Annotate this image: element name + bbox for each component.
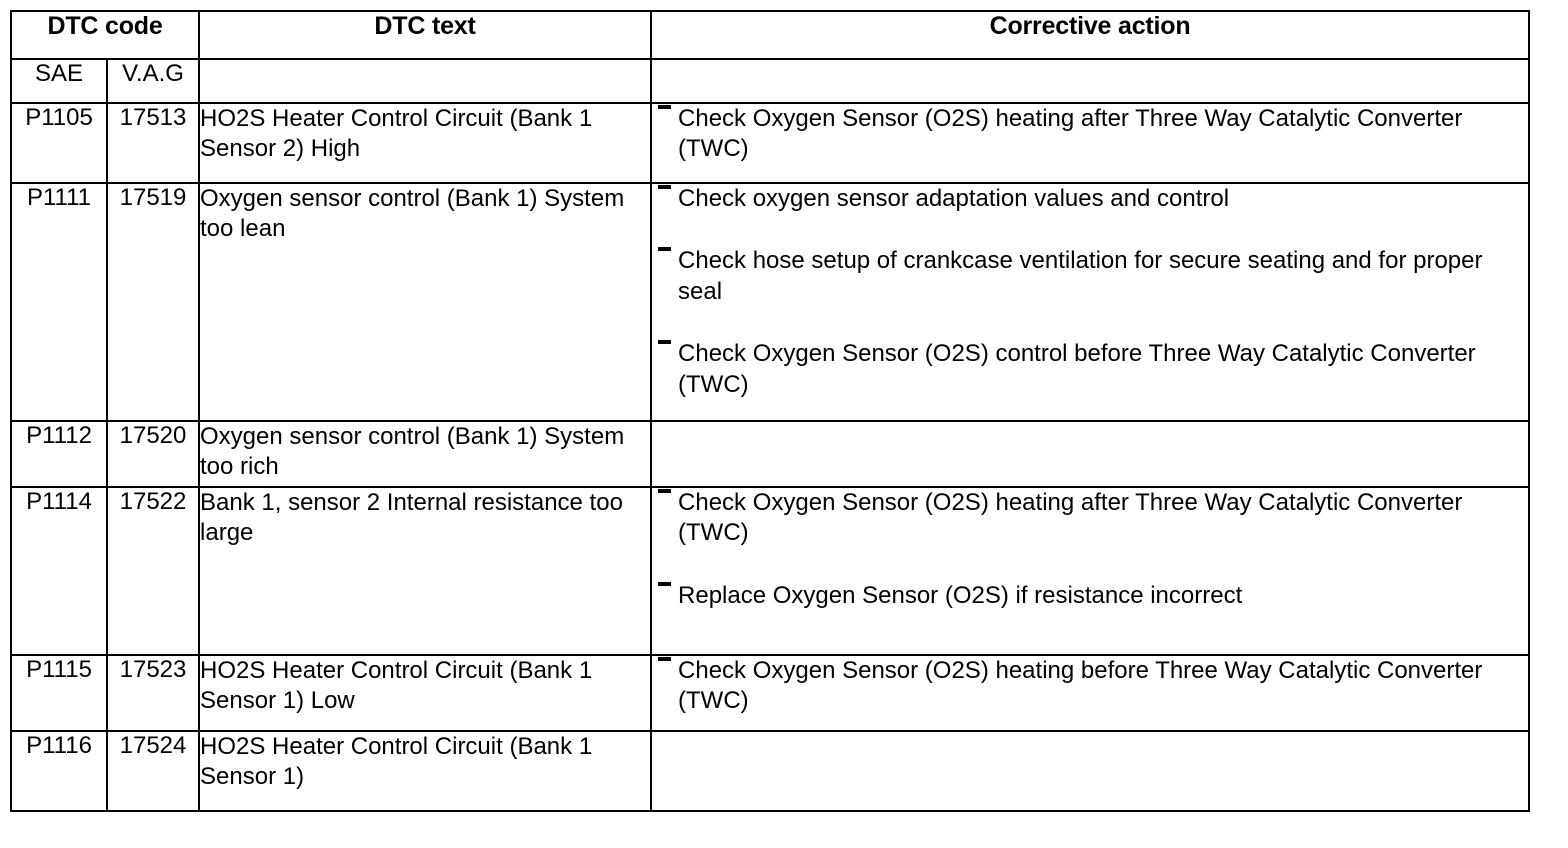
cell-corrective-action: Check Oxygen Sensor (O2S) heating after …	[650, 486, 1531, 656]
table-row: P1114 17522 Bank 1, sensor 2 Internal re…	[10, 486, 1531, 656]
column-subheader-corrective-blank	[650, 58, 1531, 104]
cell-corrective-action	[650, 420, 1531, 488]
table-row: P1115 17523 HO2S Heater Control Circuit …	[10, 654, 1531, 732]
column-header-corrective-action: Corrective action	[650, 10, 1531, 60]
corrective-action-list: Check Oxygen Sensor (O2S) heating before…	[652, 656, 1528, 717]
table-row: P1111 17519 Oxygen sensor control (Bank …	[10, 182, 1531, 422]
dash-bullet-icon	[658, 657, 672, 661]
cell-vag-code: 17513	[105, 102, 201, 184]
corrective-action-text: Check oxygen sensor adaptation values an…	[678, 185, 1230, 212]
list-item: Check hose setup of crankcase ventilatio…	[652, 246, 1528, 307]
corrective-action-list: Check Oxygen Sensor (O2S) heating after …	[652, 104, 1528, 165]
corrective-action-text: Check Oxygen Sensor (O2S) heating before…	[678, 657, 1483, 715]
corrective-action-text: Check Oxygen Sensor (O2S) heating after …	[678, 489, 1463, 547]
cell-dtc-text: HO2S Heater Control Circuit (Bank 1 Sens…	[198, 654, 653, 732]
column-subheader-sae: SAE	[10, 58, 108, 104]
table-header-row: DTC code DTC text Corrective action	[9, 10, 1531, 60]
corrective-action-text: Check Oxygen Sensor (O2S) heating after …	[678, 105, 1463, 163]
cell-corrective-action: Check oxygen sensor adaptation values an…	[650, 182, 1531, 422]
cell-dtc-text: Bank 1, sensor 2 Internal resistance too…	[198, 486, 653, 656]
cell-vag-code: 17524	[105, 730, 201, 812]
cell-sae-code: P1111	[10, 182, 108, 422]
cell-vag-code: 17519	[105, 182, 201, 422]
table-row: P1112 17520 Oxygen sensor control (Bank …	[10, 420, 1531, 488]
cell-dtc-text: HO2S Heater Control Circuit (Bank 1 Sens…	[198, 102, 653, 184]
dash-bullet-icon	[658, 185, 672, 189]
dash-bullet-icon	[658, 105, 672, 109]
column-subheader-vag: V.A.G	[105, 58, 201, 104]
cell-corrective-action: Check Oxygen Sensor (O2S) heating after …	[650, 102, 1531, 184]
cell-dtc-text: Oxygen sensor control (Bank 1) System to…	[198, 420, 653, 488]
list-item: Check Oxygen Sensor (O2S) heating after …	[652, 488, 1528, 549]
cell-dtc-text: Oxygen sensor control (Bank 1) System to…	[198, 182, 653, 422]
cell-sae-code: P1114	[10, 486, 108, 656]
column-header-dtc-code: DTC code	[9, 10, 201, 60]
list-item: Check Oxygen Sensor (O2S) control before…	[652, 339, 1528, 400]
corrective-action-text: Check hose setup of crankcase ventilatio…	[678, 247, 1483, 305]
table-subheader-row: SAE V.A.G	[10, 58, 1531, 104]
corrective-action-text: Check Oxygen Sensor (O2S) control before…	[678, 340, 1476, 398]
cell-sae-code: P1115	[10, 654, 108, 732]
cell-corrective-action: Check Oxygen Sensor (O2S) heating before…	[650, 654, 1531, 732]
cell-corrective-action	[650, 730, 1531, 812]
cell-vag-code: 17522	[105, 486, 201, 656]
table-row: P1116 17524 HO2S Heater Control Circuit …	[10, 730, 1531, 812]
column-subheader-dtc-text-blank	[198, 58, 653, 104]
cell-sae-code: P1116	[10, 730, 108, 812]
list-item: Check oxygen sensor adaptation values an…	[652, 184, 1528, 214]
corrective-action-list: Check Oxygen Sensor (O2S) heating after …	[652, 488, 1528, 611]
dash-bullet-icon	[658, 340, 672, 345]
table-row: P1105 17513 HO2S Heater Control Circuit …	[10, 102, 1531, 184]
dash-bullet-icon	[658, 489, 672, 493]
list-item: Check Oxygen Sensor (O2S) heating before…	[652, 656, 1528, 717]
dash-bullet-icon	[658, 581, 672, 586]
column-header-dtc-text: DTC text	[198, 10, 653, 60]
cell-sae-code: P1112	[10, 420, 108, 488]
cell-sae-code: P1105	[10, 102, 108, 184]
cell-vag-code: 17520	[105, 420, 201, 488]
corrective-action-list: Check oxygen sensor adaptation values an…	[652, 184, 1528, 400]
cell-vag-code: 17523	[105, 654, 201, 732]
corrective-action-text: Replace Oxygen Sensor (O2S) if resistanc…	[678, 581, 1243, 609]
list-item: Replace Oxygen Sensor (O2S) if resistanc…	[652, 581, 1528, 611]
cell-dtc-text: HO2S Heater Control Circuit (Bank 1 Sens…	[198, 730, 653, 812]
list-item: Check Oxygen Sensor (O2S) heating after …	[652, 104, 1528, 165]
dash-bullet-icon	[658, 247, 672, 252]
dtc-code-table: DTC code DTC text Corrective action SAE …	[9, 10, 1531, 812]
